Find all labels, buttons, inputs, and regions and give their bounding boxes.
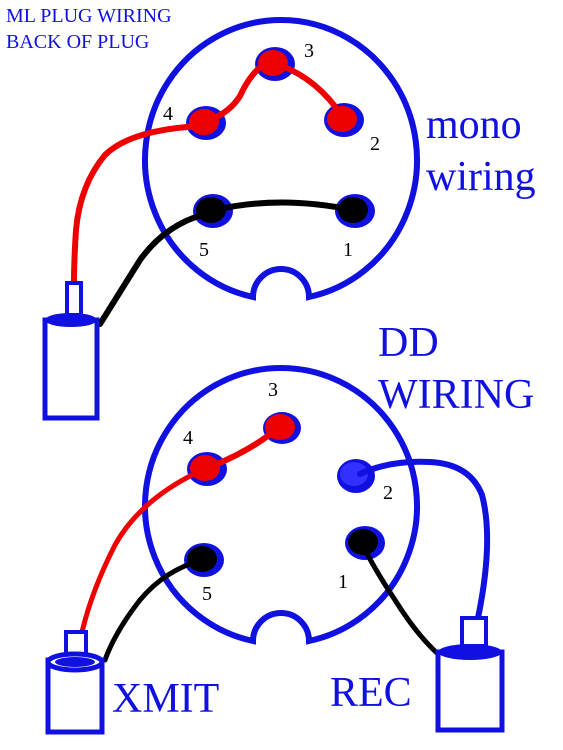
dd-pin-label-4: 4 <box>183 427 193 449</box>
mono-red-wire-4-3 <box>207 59 271 123</box>
dd-plug-outline <box>142 365 420 645</box>
dd-red-wire-4-3 <box>207 426 281 470</box>
mono-connector <box>42 281 100 421</box>
mono-pin-label-1: 1 <box>343 239 353 261</box>
header-line-2: BACK OF PLUG <box>6 31 149 53</box>
dd-pin-4 <box>187 452 227 486</box>
mono-black-wire-to-connector <box>97 211 208 327</box>
mono-plug-outline <box>142 17 420 301</box>
mono-red-wire-to-connector <box>71 123 203 286</box>
xmit-label: XMIT <box>112 676 219 722</box>
mono-pin-1 <box>335 194 375 228</box>
mono-pin-label-4: 4 <box>163 103 173 125</box>
dd-blue-wire-2-to-rec <box>357 458 491 621</box>
dd-red-wire-to-xmit <box>79 469 201 635</box>
mono-label-line-2: wiring <box>426 154 536 200</box>
mono-black-wire-5-1 <box>212 199 355 213</box>
mono-plug: 3 4 2 5 1 <box>71 17 420 327</box>
dd-plug: 3 4 2 5 1 <box>79 365 491 663</box>
mono-label-line-1: mono <box>426 102 522 148</box>
mono-pin-3 <box>255 47 295 81</box>
mono-pin-label-2: 2 <box>370 133 380 155</box>
dd-label-line-1: DD <box>378 320 439 366</box>
dd-black-wire-5-to-xmit <box>102 557 205 663</box>
dd-pin-2 <box>337 459 375 493</box>
rec-connector <box>435 616 505 733</box>
mono-pin-label-3: 3 <box>304 40 314 62</box>
dd-pin-label-5: 5 <box>202 583 212 605</box>
rec-label: REC <box>330 670 412 716</box>
dd-black-wire-1-to-rec <box>359 541 448 663</box>
dd-pin-label-1: 1 <box>338 571 348 593</box>
mono-pin-label-5: 5 <box>199 239 209 261</box>
dd-label-line-2: WIRING <box>378 372 534 418</box>
xmit-connector <box>45 630 105 735</box>
mono-red-wire-3-2 <box>279 63 345 119</box>
dd-pin-3 <box>263 412 301 444</box>
dd-pin-label-2: 2 <box>383 482 393 504</box>
mono-pin-2 <box>324 103 364 137</box>
dd-pin-label-3: 3 <box>268 379 278 401</box>
header-line-1: ML PLUG WIRING <box>6 5 172 27</box>
mono-pin-4 <box>186 106 226 140</box>
